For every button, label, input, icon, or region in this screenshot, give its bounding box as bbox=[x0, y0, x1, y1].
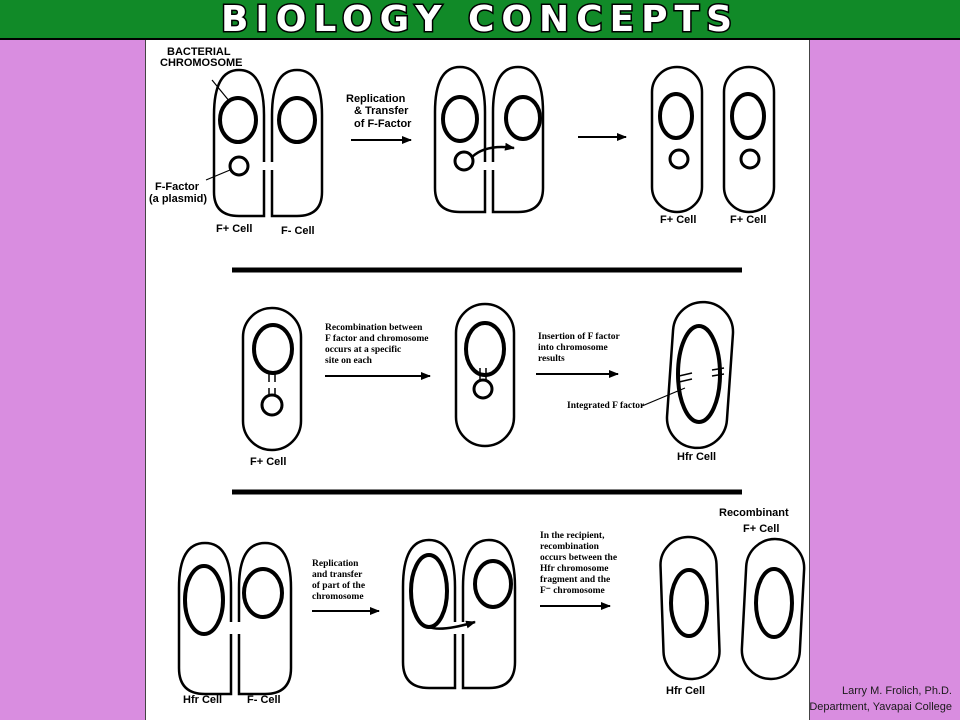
recombination-step-label: Recombination between bbox=[325, 323, 423, 333]
diagram-panel: BACTERIAL CHROMOSOME F-Factor (a plasmid… bbox=[145, 40, 810, 720]
hfr-cell-label: Hfr Cell bbox=[677, 451, 716, 463]
f-factor-transfer-strand bbox=[471, 142, 515, 158]
chromosome-label: BACTERIAL bbox=[167, 46, 231, 58]
f-plus-cell-label: F+ Cell bbox=[730, 214, 766, 226]
recipient-chromosome bbox=[473, 559, 513, 609]
chromosome-pointer bbox=[211, 79, 231, 103]
chromosome bbox=[464, 321, 506, 377]
f-plus-cell-label: F+ Cell bbox=[660, 214, 696, 226]
f-minus-cell-label: F- Cell bbox=[281, 225, 315, 237]
f-factor-plasmid bbox=[228, 155, 250, 177]
hfr-cell bbox=[659, 535, 721, 681]
credit-author: Larry M. Frolich, Ph.D. bbox=[841, 685, 952, 697]
hfr-cell-label: Hfr Cell bbox=[183, 694, 222, 706]
integrated-f-factor-pointer bbox=[641, 387, 686, 407]
conjugating-cell-pair bbox=[177, 541, 293, 696]
conjugation-diagram: BACTERIAL CHROMOSOME F-Factor (a plasmid… bbox=[149, 46, 806, 706]
chromosome bbox=[669, 568, 709, 638]
f-plus-cell bbox=[650, 65, 704, 214]
recipient-chromosome bbox=[242, 567, 284, 619]
f-plus-cell-label: F+ Cell bbox=[216, 223, 252, 235]
f-factor-label: (a plasmid) bbox=[149, 193, 207, 205]
hfr-chromosome bbox=[183, 564, 225, 636]
plasmid-pointer bbox=[205, 169, 231, 181]
recipient-recombination-label: F⁻ chromosome bbox=[540, 586, 605, 596]
recipient-recombination-label: In the recipient, bbox=[540, 531, 605, 541]
chromosome bbox=[252, 323, 294, 375]
hfr-chromosome bbox=[409, 553, 449, 629]
credit-affiliation: Biology Department, Yavapai College bbox=[808, 701, 952, 713]
conjugating-cell-pair bbox=[212, 68, 324, 218]
integrated-f-factor-label: Integrated F factor bbox=[567, 401, 645, 411]
transfer-cell-pair bbox=[401, 538, 517, 690]
credit-block: Larry M. Frolich, Ph.D. Biology Departme… bbox=[808, 683, 960, 715]
f-factor-plasmid bbox=[472, 378, 494, 400]
insertion-step-label: into chromosome bbox=[538, 343, 608, 353]
banner-divider bbox=[0, 38, 960, 40]
chromosome-label: CHROMOSOME bbox=[160, 57, 243, 69]
replication-step-label: of F-Factor bbox=[354, 118, 412, 130]
f-factor-plasmid bbox=[668, 148, 690, 170]
recipient-recombination-label: occurs between the bbox=[540, 553, 617, 563]
replication-step-label: & Transfer bbox=[354, 105, 409, 117]
integration-site-mark bbox=[711, 373, 725, 377]
banner-title: BIOLOGY CONCEPTS bbox=[219, 0, 740, 40]
chromosome-fragment-strand bbox=[428, 620, 476, 630]
transfer-cell-pair bbox=[433, 65, 545, 214]
transfer-step-label: Replication bbox=[312, 559, 359, 569]
f-factor-label: F-Factor bbox=[155, 181, 200, 193]
recipient-recombination-label: fragment and the bbox=[540, 575, 610, 585]
transfer-step-label: and transfer bbox=[312, 570, 363, 580]
recombinant-f-plus-cell bbox=[740, 537, 806, 681]
f-plus-cell bbox=[722, 65, 776, 214]
f-factor-plasmid bbox=[453, 150, 475, 172]
integration-site-mark bbox=[678, 378, 693, 383]
recipient-recombination-label: Hfr chromosome bbox=[540, 564, 609, 574]
title-banner: BIOLOGY CONCEPTS bbox=[0, 0, 960, 40]
recombinant-chromosome bbox=[754, 567, 794, 639]
recipient-chromosome bbox=[277, 96, 317, 144]
hfr-cell-label: Hfr Cell bbox=[666, 685, 705, 697]
chromosome-with-integrated-f-factor bbox=[676, 324, 722, 424]
recombinant-label: F+ Cell bbox=[743, 523, 779, 535]
insertion-step-label: results bbox=[538, 354, 565, 364]
transfer-step-label: chromosome bbox=[312, 592, 364, 602]
chromosome bbox=[658, 92, 694, 140]
f-plus-cell bbox=[454, 302, 516, 448]
hfr-cell bbox=[665, 300, 735, 450]
recombination-step-label: site on each bbox=[325, 356, 373, 366]
f-factor-plasmid bbox=[260, 393, 284, 417]
integration-site-mark bbox=[678, 372, 693, 377]
f-factor-plasmid bbox=[739, 148, 761, 170]
recipient-recombination-label: recombination bbox=[540, 542, 600, 552]
replication-step-label: Replication bbox=[346, 93, 406, 105]
recombination-step-label: F factor and chromosome bbox=[325, 334, 429, 344]
recombinant-label: Recombinant bbox=[719, 507, 789, 519]
donor-chromosome bbox=[441, 95, 479, 143]
f-minus-cell-label: F- Cell bbox=[247, 694, 281, 706]
chromosome bbox=[730, 92, 766, 140]
insertion-step-label: Insertion of F factor bbox=[538, 332, 620, 342]
bacterial-chromosome bbox=[218, 96, 258, 144]
f-plus-cell-label: F+ Cell bbox=[250, 456, 286, 468]
transfer-step-label: of part of the bbox=[312, 581, 365, 591]
integration-site-mark bbox=[711, 367, 725, 371]
f-plus-cell bbox=[241, 306, 303, 452]
recombination-step-label: occurs at a specific bbox=[325, 345, 401, 355]
recipient-chromosome bbox=[504, 95, 542, 141]
